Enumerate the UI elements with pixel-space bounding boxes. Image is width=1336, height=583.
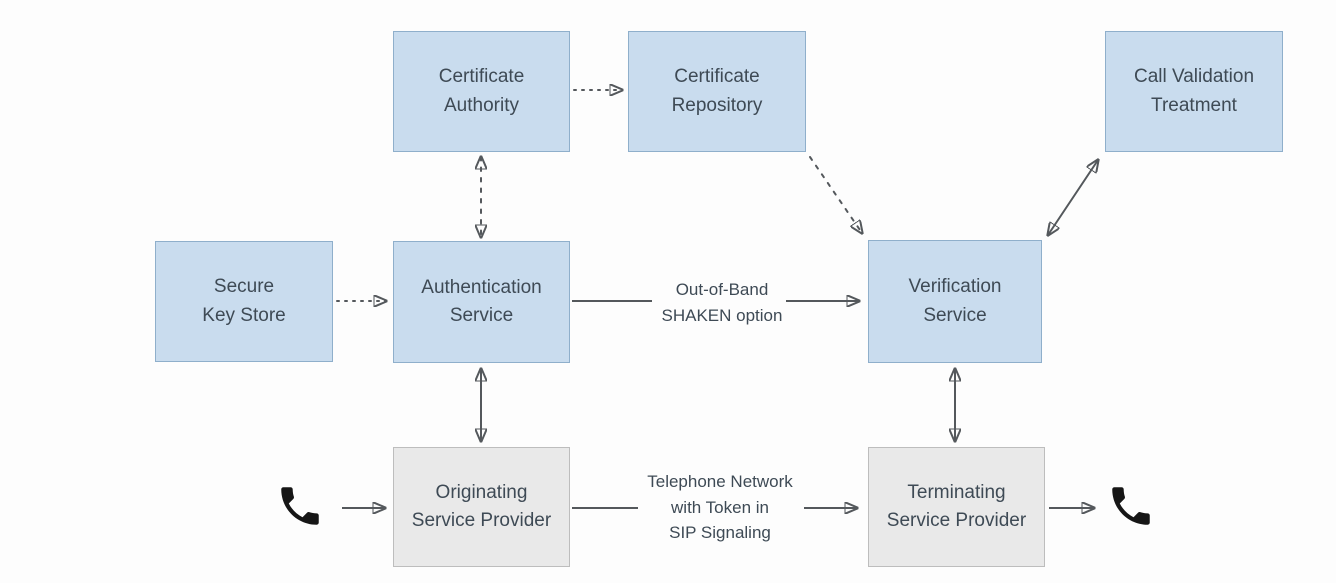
label-out-of-band-shaken: Out-of-Band SHAKEN option (661, 280, 783, 325)
phone-handset-icon (1106, 481, 1156, 531)
arrow-repository-to-verification (809, 156, 862, 233)
node-originating-service-provider: Originating Service Provider (393, 447, 570, 567)
label-telephone-network: Telephone Network with Token in SIP Sign… (647, 472, 793, 542)
node-authentication-service: Authentication Service (393, 241, 570, 363)
node-terminating-service-provider: Terminating Service Provider (868, 447, 1045, 567)
node-secure-key-store: Secure Key Store (155, 241, 333, 362)
node-call-validation-treatment: Call Validation Treatment (1105, 31, 1283, 152)
phone-handset-icon (275, 481, 325, 531)
node-certificate-repository: Certificate Repository (628, 31, 806, 152)
node-verification-service: Verification Service (868, 240, 1042, 363)
node-certificate-authority: Certificate Authority (393, 31, 570, 152)
arrow-verification-call-validation (1048, 160, 1098, 235)
